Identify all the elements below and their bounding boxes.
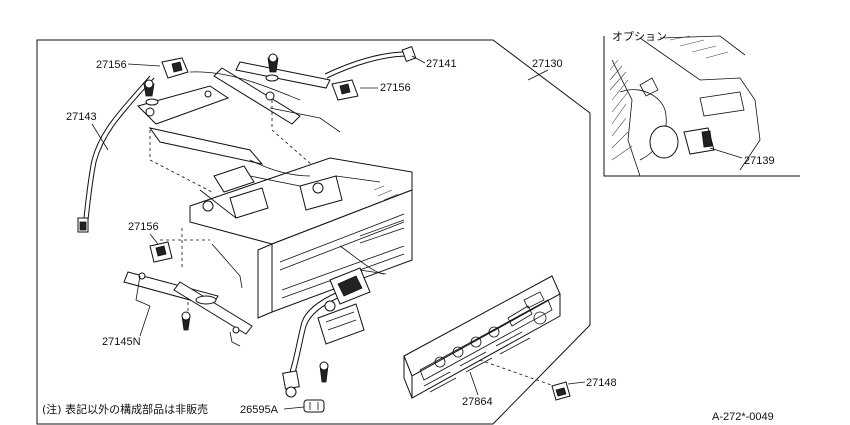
callout-27148: 27148 [586, 377, 617, 389]
callout-27141: 27141 [426, 58, 457, 70]
footnote: (注) 表記以外の構成部品は非販売 [42, 402, 208, 416]
control-body [189, 157, 413, 319]
screw-harness [319, 361, 329, 383]
assembly-border [36, 39, 591, 425]
option-inset: オプション 27139 [603, 30, 800, 177]
callout-27139: 27139 [744, 155, 775, 167]
wire-harness [282, 267, 371, 398]
callout-26595a: 26595A [240, 404, 279, 416]
bracket-27156-lower [149, 241, 173, 263]
callout-27130: 27130 [532, 58, 563, 70]
lever-27145n [123, 271, 253, 347]
screw-top-left [143, 79, 155, 97]
option-label: オプション [612, 30, 667, 43]
face-plate-27864 [403, 275, 561, 399]
callout-27145n: 27145N [102, 336, 141, 348]
screw-lower [181, 311, 191, 331]
bracket-27156-right [331, 79, 359, 101]
callout-27156-lower: 27156 [128, 221, 159, 233]
bracket-27156-top [161, 57, 189, 79]
knob-27148 [551, 381, 571, 401]
callout-27156-right: 27156 [380, 82, 411, 94]
callout-27864: 27864 [462, 396, 493, 408]
bulb-26595a [303, 399, 325, 413]
screw-top-center [267, 53, 279, 73]
callout-27156-top: 27156 [96, 59, 127, 71]
diagram-code: A-272*-0049 [712, 411, 774, 423]
callout-27143: 27143 [66, 111, 97, 123]
